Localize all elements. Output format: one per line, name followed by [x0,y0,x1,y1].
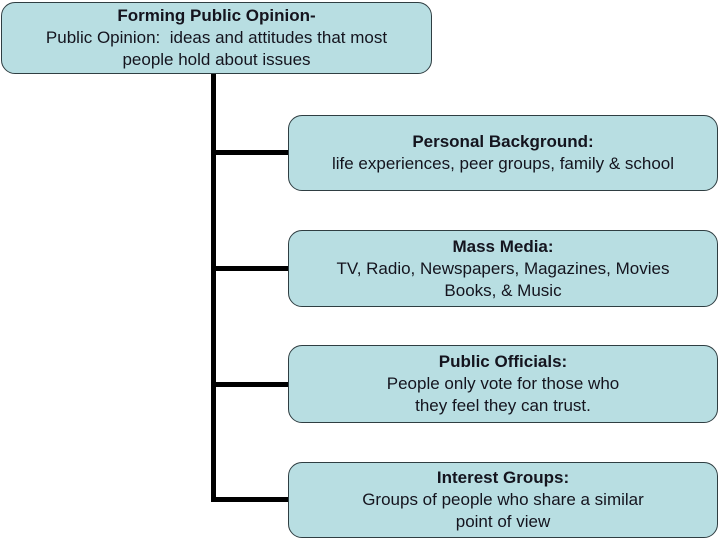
node-text-line: People only vote for those who [386,374,620,393]
node-personal-background: Personal Background: life experiences, p… [288,115,718,191]
node-title: Forming Public Opinion- [117,6,316,25]
connector-branch-public-officials [213,382,289,387]
node-mass-media: Mass Media: TV, Radio, Newspapers, Magaz… [288,230,718,307]
node-title: Interest Groups: [436,468,570,487]
node-text-line: life experiences, peer groups, family & … [331,154,675,173]
connector-branch-personal-background [213,150,289,155]
node-text-line: Public Opinion: ideas and attitudes that… [45,28,388,47]
node-public-officials: Public Officials: People only vote for t… [288,345,718,423]
node-text-line: TV, Radio, Newspapers, Magazines, Movies [336,258,670,278]
connector-branch-interest-groups [213,497,289,502]
node-title: Mass Media: [452,236,554,256]
connector-branch-mass-media [213,266,289,271]
node-title: Personal Background: [412,132,594,151]
node-interest-groups: Interest Groups: Groups of people who sh… [288,462,718,538]
node-text-line: Books, & Music [444,280,562,300]
node-title: Public Officials: [438,352,568,371]
node-text-line: people hold about issues [122,50,311,69]
node-forming-public-opinion: Forming Public Opinion- Public Opinion: … [1,2,432,74]
node-text-line: they feel they can trust. [415,396,591,415]
node-text-line: point of view [455,512,551,531]
node-text-line: Groups of people who share a similar [362,490,644,509]
connector-trunk-line [211,74,216,502]
